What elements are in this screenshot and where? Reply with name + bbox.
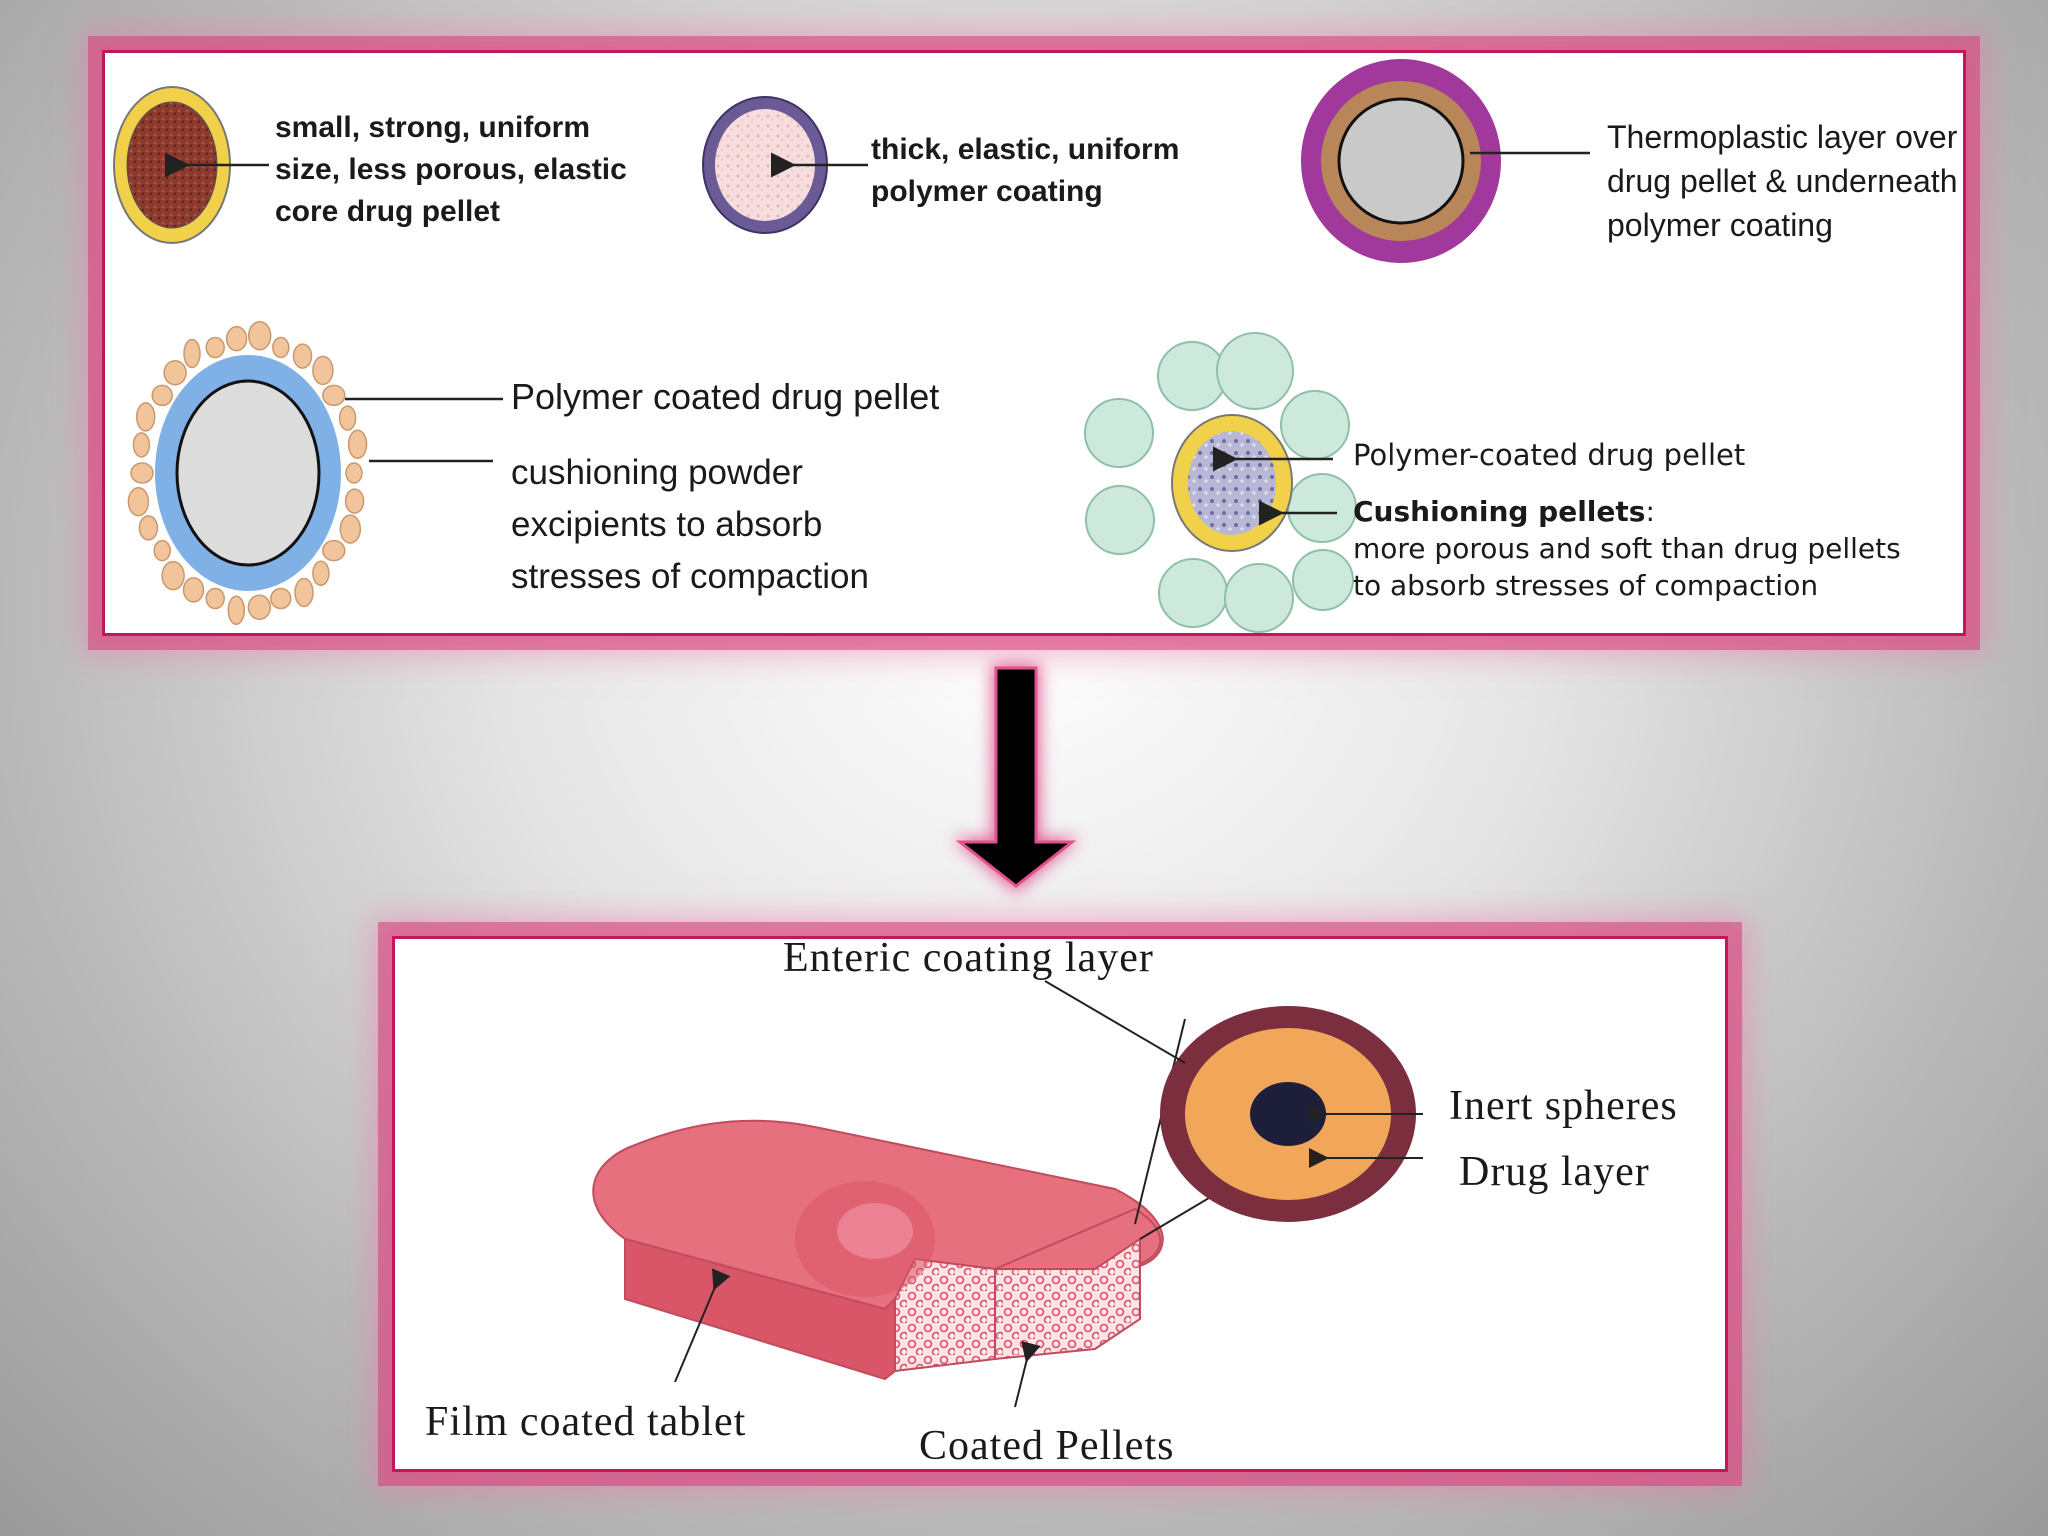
bottom-diagram	[592, 980, 1423, 1408]
powder-particle	[247, 594, 272, 621]
cushioning-powder-line-2: excipients to absorb	[511, 505, 823, 544]
polymer-coated-pellet-label: Polymer coated drug pellet	[511, 376, 940, 417]
inert-spheres-label: Inert spheres	[1449, 1083, 1678, 1129]
powder-particle	[270, 587, 292, 610]
powder-particles	[127, 321, 368, 625]
powder-particle	[347, 429, 368, 460]
powder-particle	[312, 355, 334, 386]
powder-particle	[312, 560, 330, 587]
cushioning-pellets-desc-1: more porous and soft than drug pellets	[1353, 532, 1901, 565]
drug-layer-label: Drug layer	[1459, 1149, 1650, 1195]
cushioning-powder-line-3: stresses of compaction	[511, 557, 869, 596]
core-pellet-line-2: size, less porous, elastic	[275, 153, 627, 186]
powder-particle	[163, 359, 187, 386]
polymer-coating-icon	[702, 96, 868, 234]
cushioning-pellets-label: Cushioning pellets: more porous and soft…	[1353, 493, 1901, 604]
enteric-coating-label: Enteric coating layer	[783, 935, 1154, 981]
cushioning-pellets-colon: :	[1645, 495, 1655, 528]
powder-particle	[225, 325, 248, 352]
powder-particle	[127, 486, 150, 517]
bottom-panel: Enteric coating layer Inert spheres Drug…	[392, 935, 1728, 1472]
powder-particle	[322, 539, 346, 562]
coated-pellets-label: Coated Pellets	[919, 1423, 1175, 1469]
film-coated-tablet-label: Film coated tablet	[425, 1399, 747, 1445]
inert-core-icon	[1250, 1082, 1326, 1146]
cushioning-powder-pellet-icon	[127, 321, 503, 625]
cushion-pellets	[1084, 332, 1357, 633]
down-arrow-icon	[955, 666, 1077, 888]
polymer-coating-line-2: polymer coating	[871, 175, 1103, 208]
thermoplastic-label: Thermoplastic layer over drug pellet & u…	[1607, 115, 1957, 247]
powder-particle	[339, 514, 362, 544]
powder-particle	[138, 515, 159, 541]
cushioning-pellets-cluster	[1084, 332, 1357, 633]
film-coated-tablet-icon	[592, 1119, 1164, 1381]
powder-particle	[205, 336, 225, 359]
thermoplastic-line-1: Thermoplastic layer over	[1607, 119, 1958, 155]
powder-particle	[132, 432, 151, 458]
powder-particle	[294, 577, 314, 608]
powder-particle	[292, 343, 313, 369]
thermoplastic-pellet-icon	[1301, 59, 1590, 263]
powder-particle	[182, 577, 205, 603]
cushioning-pellets-heading: Cushioning pellets:	[1353, 493, 1901, 530]
powder-particle	[161, 560, 185, 591]
cushioning-powder-label: cushioning powder excipients to absorb s…	[511, 447, 869, 603]
powder-particle	[247, 321, 272, 351]
powder-particle	[227, 595, 246, 625]
cushioning-powder-line-1: cushioning powder	[511, 453, 803, 492]
core-pellet-icon	[113, 86, 269, 244]
powder-particle	[153, 539, 171, 562]
powder-particle	[151, 384, 173, 407]
core-pellet-line-3: core drug pellet	[275, 195, 501, 228]
cushioning-pellets-desc-2: to absorb stresses of compaction	[1353, 569, 1819, 602]
polymer-coated-pellet-2-label: Polymer-coated drug pellet	[1353, 438, 1746, 472]
powder-particle	[272, 336, 290, 359]
thermoplastic-line-3: polymer coating	[1607, 207, 1833, 243]
thermoplastic-line-2: drug pellet & underneath	[1607, 163, 1958, 199]
powder-particle	[338, 405, 357, 431]
core-pellet-line-1: small, strong, uniform	[275, 111, 591, 144]
top-diagram	[113, 59, 1590, 633]
cushioning-pellets-title: Cushioning pellets	[1353, 495, 1646, 528]
core-pellet-label: small, strong, uniform size, less porous…	[275, 107, 627, 233]
powder-particle	[344, 488, 365, 514]
powder-particle	[205, 587, 225, 610]
powder-particle	[135, 402, 156, 432]
polymer-coating-label: thick, elastic, uniform polymer coating	[871, 129, 1179, 213]
powder-particle	[322, 384, 346, 407]
powder-particle	[345, 462, 363, 484]
powder-particle	[183, 338, 201, 369]
top-panel: small, strong, uniform size, less porous…	[102, 50, 1966, 636]
powder-particle	[130, 462, 154, 484]
polymer-coating-line-1: thick, elastic, uniform	[871, 133, 1180, 166]
